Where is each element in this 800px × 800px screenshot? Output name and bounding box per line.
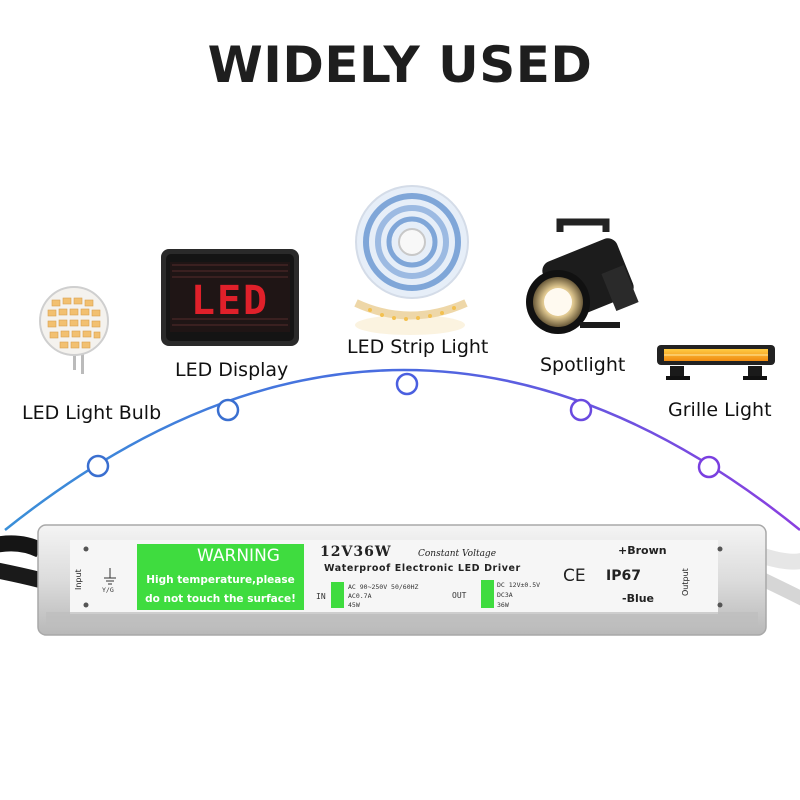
- label-led-display: LED Display: [175, 359, 289, 381]
- label-grille-light: Grille Light: [668, 399, 772, 421]
- in-current: AC0.7A: [348, 592, 372, 600]
- label-led-light-bulb: LED Light Bulb: [22, 402, 162, 424]
- led-strip-image: [354, 185, 469, 335]
- out-voltage: DC 12V±0.5V: [497, 581, 541, 589]
- ip-rating: IP67: [606, 568, 641, 584]
- output-label: Output: [681, 568, 690, 596]
- brown-wire-label: +Brown: [618, 544, 667, 557]
- grille-light-image: [657, 345, 775, 380]
- arc-node-1: [86, 454, 110, 478]
- in-voltage: AC 90~250V 50/60HZ: [348, 583, 419, 591]
- page-title: WIDELY USED: [207, 36, 593, 94]
- warning-line-1: High temperature,please: [146, 574, 295, 586]
- in-power: 45W: [348, 601, 360, 609]
- label-spotlight: Spotlight: [540, 354, 626, 376]
- input-label: Input: [74, 569, 83, 590]
- model-number: 12V36W: [320, 544, 392, 560]
- spotlight-image: [526, 218, 639, 334]
- out-label: OUT: [452, 591, 467, 600]
- warning-line-2: do not touch the surface!: [145, 593, 296, 605]
- out-current: DC3A: [497, 591, 513, 599]
- arc-node-4: [569, 398, 593, 422]
- led-display-image: LED: [161, 249, 299, 346]
- warning-box: [137, 544, 304, 610]
- driver-subtitle: Waterproof Electronic LED Driver: [324, 563, 521, 574]
- in-label: IN: [316, 592, 326, 601]
- model-script: Constant Voltage: [418, 549, 497, 559]
- display-screen-text: LED: [191, 278, 269, 324]
- input-cable: [0, 535, 44, 588]
- out-power: 36W: [497, 601, 509, 609]
- arc-node-2: [216, 398, 240, 422]
- warning-title: WARNING: [197, 546, 280, 566]
- connector-arc: [4, 368, 800, 531]
- ce-mark: CE: [563, 566, 586, 586]
- led-bulb-image: [39, 286, 109, 374]
- arc-node-5: [697, 455, 721, 479]
- arc-node-3: [395, 372, 419, 396]
- input-ground-label: Y/G: [102, 586, 114, 594]
- blue-wire-label: -Blue: [622, 592, 655, 605]
- arc-nodes: [86, 372, 721, 479]
- label-led-strip-light: LED Strip Light: [347, 336, 489, 358]
